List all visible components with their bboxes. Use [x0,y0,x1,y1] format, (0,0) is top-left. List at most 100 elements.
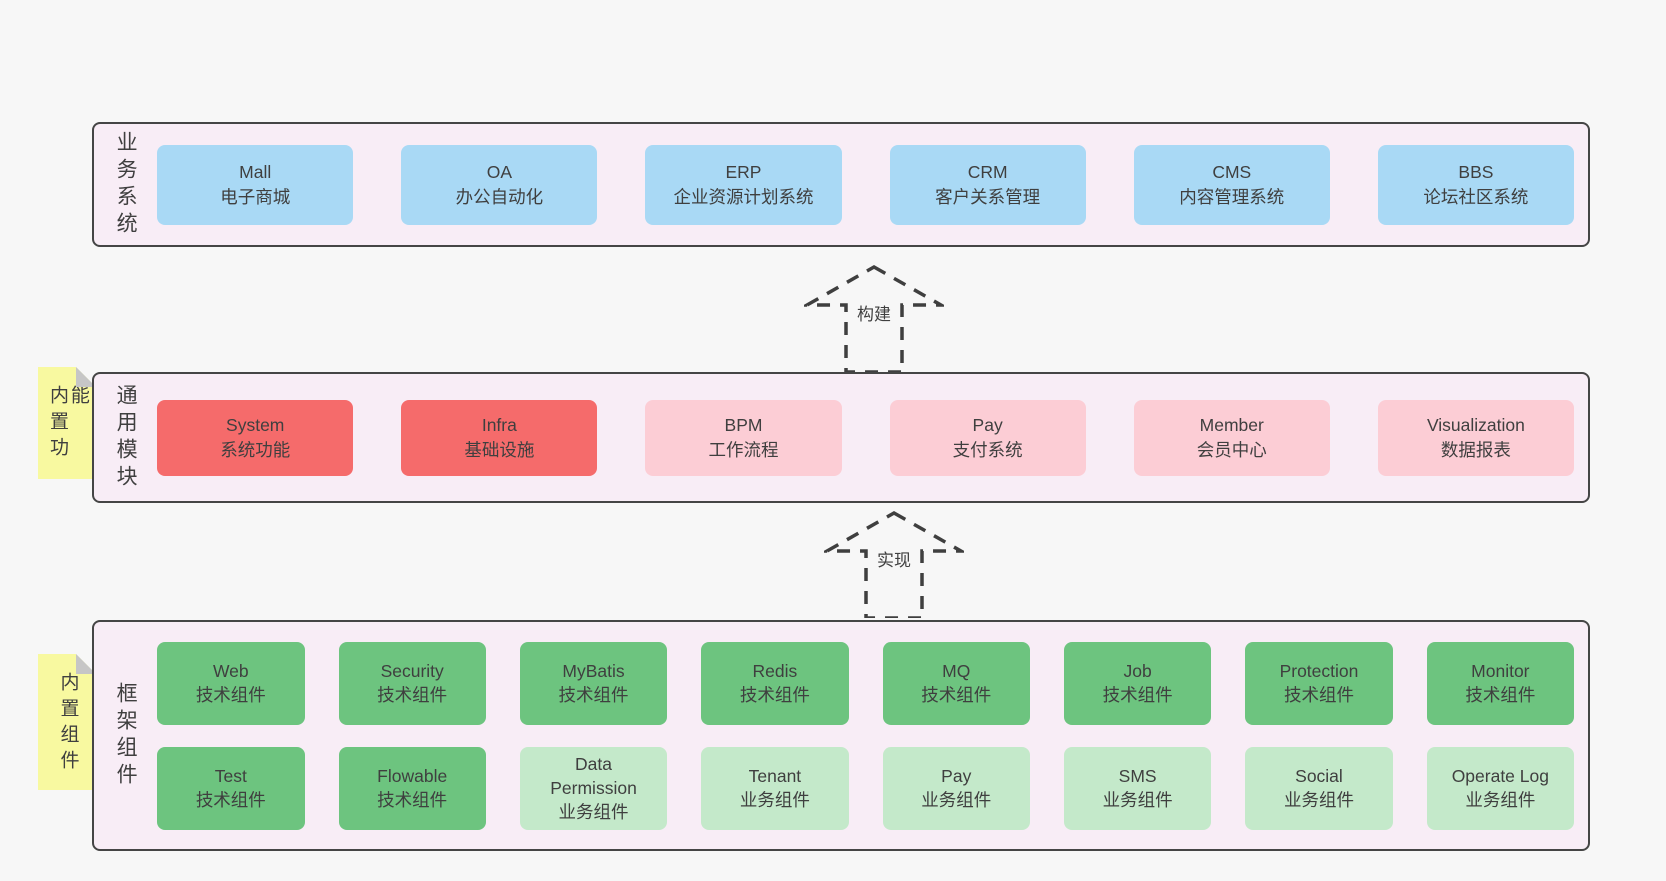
box-subtitle: 技术组件 [1102,685,1173,705]
box-subtitle: 电子商城 [220,186,291,207]
box-title: Operate Log [1451,765,1549,786]
box-subtitle: 技术组件 [377,685,448,705]
box-pay: Pay 业务组件 [882,746,1030,830]
section-title-business-systems: 业务系统 [114,130,138,239]
arrow-label: 实现 [874,546,914,571]
box-title: Visualization [1426,415,1525,436]
box-title: SMS [1118,765,1157,786]
box-subtitle: 业务组件 [1283,790,1354,810]
box-operate-log: Operate Log 业务组件 [1426,746,1575,830]
box-subtitle: 技术组件 [921,685,992,705]
box-subtitle: 业务组件 [1102,790,1173,810]
box-subtitle: 数据报表 [1440,439,1511,460]
box-mybatis: MyBatis 技术组件 [519,641,668,725]
box-subtitle: 办公自动化 [455,186,544,207]
box-cms: CMS 内容管理系统 [1133,144,1330,225]
box-subtitle: 工作流程 [708,439,779,460]
box-title: Pay [972,415,1003,436]
box-title: BPM [724,415,763,436]
box-test: Test 技术组件 [157,746,305,830]
box-title: CMS [1212,162,1252,183]
box-subtitle: 业务组件 [921,790,992,810]
box-title: Monitor [1471,660,1530,681]
box-title: Pay [941,765,972,786]
box-title: Data Permission [550,753,637,798]
box-title: Tenant [748,765,802,786]
box-title: Redis [752,660,798,681]
box-title: Flowable [377,765,448,786]
box-subtitle: 支付系统 [952,439,1023,460]
arrow-label: 构建 [854,300,894,325]
box-subtitle: 技术组件 [739,685,810,705]
box-subtitle: 内容管理系统 [1179,186,1285,207]
box-title: Web [212,660,249,681]
box-title: Mall [239,162,272,183]
box-job: Job 技术组件 [1063,641,1212,725]
box-title: BBS [1458,162,1494,183]
box-title: Job [1123,660,1152,681]
box-title: MQ [942,660,971,681]
box-row: System 系统功能 Infra 基础设施 BPM 工作流程 Pay 支付系统 Member 会… [157,399,1574,476]
sticky-tag-label: 内置组件 [57,672,79,776]
box-system: System 系统功能 [157,399,354,476]
box-monitor: Monitor 技术组件 [1426,641,1575,725]
box-title: Security [380,660,444,681]
box-subtitle: 技术组件 [558,685,629,705]
box-infra: Infra 基础设施 [401,399,598,476]
box-subtitle: 业务组件 [558,802,629,823]
box-bpm: BPM 工作流程 [645,399,842,476]
box-title: Protection [1279,660,1359,681]
section-title-common-modules: 通用模块 [114,383,138,492]
section-title-framework-components: 框架组件 [114,681,138,790]
box-title: Infra [481,415,517,436]
box-title: OA [486,162,512,183]
section-common-modules: 通用模块 System 系统功能 Infra 基础设施 BPM 工作流程 Pay 支付系统 Me… [92,372,1590,503]
box-subtitle: 基础设施 [464,439,535,460]
box-redis: Redis 技术组件 [701,641,849,725]
box-title: CRM [967,162,1008,183]
box-data-permission: Data Permission 业务组件 [519,746,668,830]
box-title: System [226,415,285,436]
box-visualization: Visualization 数据报表 [1377,399,1574,476]
box-security: Security 技术组件 [338,641,486,725]
box-subtitle: 技术组件 [195,790,266,810]
box-mall: Mall 电子商城 [157,144,354,225]
sticky-tag-label: 内置功能 [47,385,89,463]
box-sms: SMS 业务组件 [1063,746,1212,830]
arrow-implement: 实现 [824,510,964,618]
box-title: Member [1199,415,1264,436]
box-title: MyBatis [562,660,625,681]
arrow-build: 构建 [804,264,944,372]
box-title: Social [1295,765,1343,786]
box-social: Social 业务组件 [1245,746,1393,830]
box-subtitle: 会员中心 [1196,439,1267,460]
box-mq: MQ 技术组件 [882,641,1030,725]
box-subtitle: 系统功能 [220,439,291,460]
box-crm: CRM 客户关系管理 [889,144,1086,225]
box-title: Test [214,765,247,786]
box-pay: Pay 支付系统 [889,399,1086,476]
sticky-tag-built-in-components: 内置组件 [38,654,96,790]
box-oa: OA 办公自动化 [401,144,598,225]
box-subtitle: 业务组件 [739,790,810,810]
box-subtitle: 业务组件 [1465,790,1536,810]
box-rows: System 系统功能 Infra 基础设施 BPM 工作流程 Pay 支付系统 Member 会… [157,399,1574,476]
box-subtitle: 技术组件 [1465,685,1536,705]
box-subtitle: 客户关系管理 [935,186,1041,207]
box-bbs: BBS 论坛社区系统 [1377,144,1574,225]
box-tenant: Tenant 业务组件 [701,746,849,830]
box-subtitle: 论坛社区系统 [1423,186,1529,207]
box-member: Member 会员中心 [1133,399,1330,476]
box-subtitle: 技术组件 [1283,685,1354,705]
